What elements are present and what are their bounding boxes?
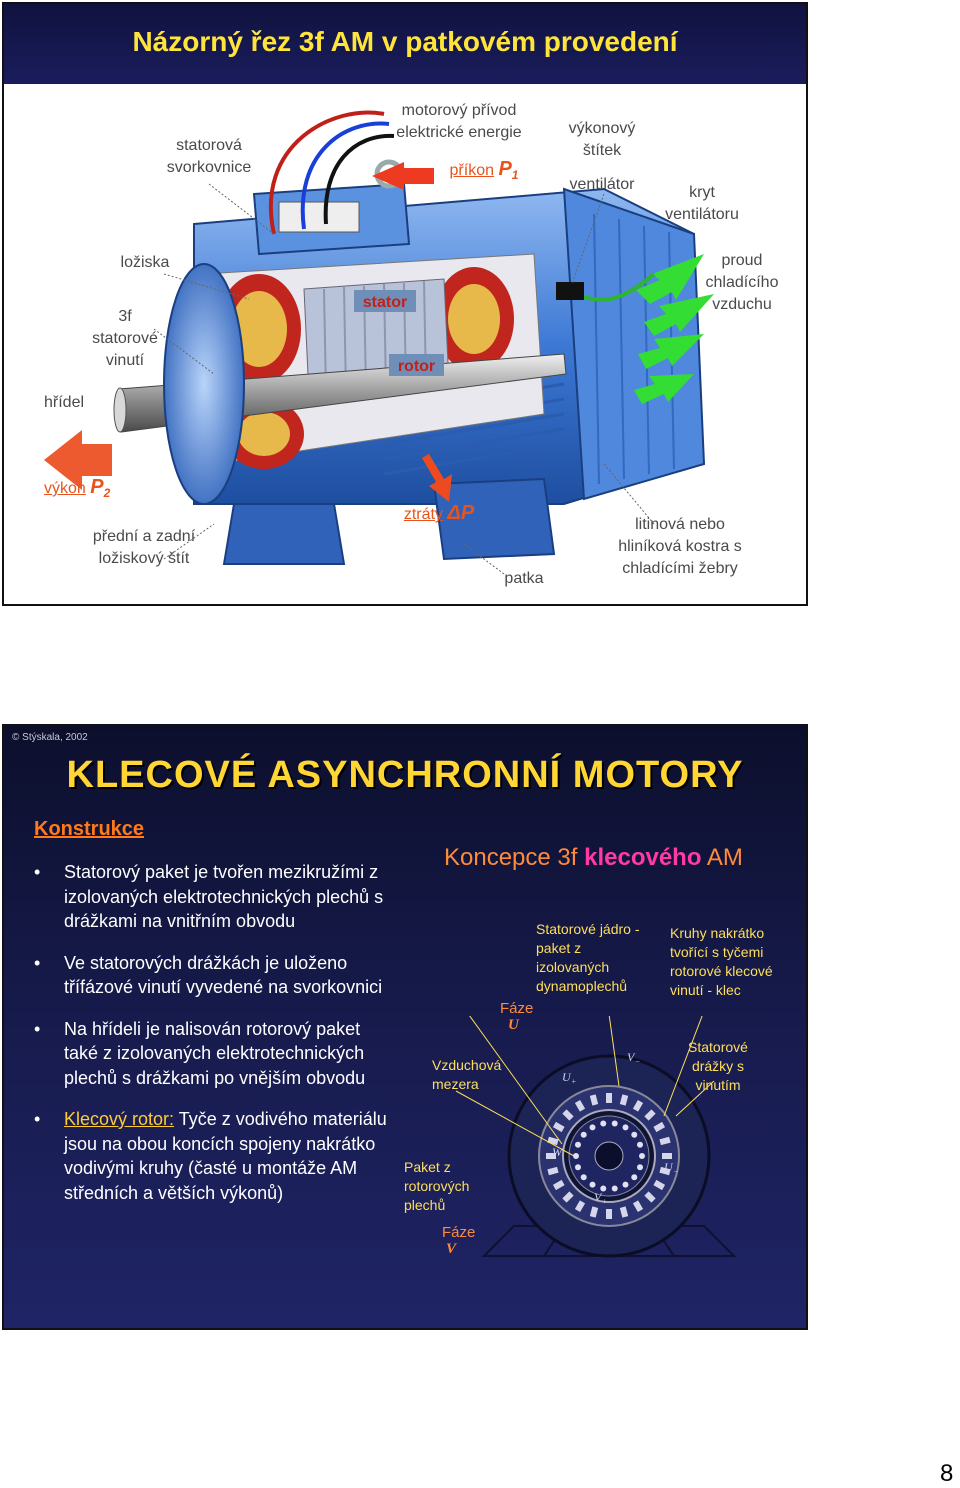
label-fan: ventilátor	[569, 176, 635, 193]
rotor-bar	[637, 1141, 644, 1148]
section-heading: Konstrukce	[34, 818, 145, 840]
svg-text:−: −	[635, 1057, 640, 1066]
rotor-bar	[600, 1120, 607, 1127]
stator-slot	[562, 1109, 574, 1121]
slide-title: Názorný řez 3f AM v patkovém provedení	[132, 26, 678, 57]
mark-v-plus: V	[594, 1190, 603, 1204]
stator-slot	[546, 1153, 556, 1159]
rotor-bar	[611, 1185, 618, 1192]
svg-text:−: −	[673, 1167, 678, 1176]
label-stator-core: Statorové jádro - paket z izolovaných dy…	[536, 921, 640, 994]
stator-slot	[619, 1206, 629, 1218]
mark-u-plus: U	[562, 1070, 572, 1084]
stator-slot	[659, 1136, 671, 1146]
stator-slot	[619, 1094, 629, 1106]
label-foot: patka	[504, 570, 544, 587]
bullet-item: Klecový rotor: Tyče z vodivého materiálu…	[34, 1107, 394, 1205]
rotor-bar	[574, 1164, 581, 1171]
title-bar	[4, 4, 806, 84]
rotor-bar	[574, 1141, 581, 1148]
stator-slot	[606, 1209, 612, 1219]
label-stator: stator	[362, 294, 408, 311]
svg-text:+: +	[571, 1077, 576, 1086]
label-shaft: hřídel	[44, 394, 85, 411]
stator-slot	[552, 1121, 565, 1133]
stator-slot	[653, 1179, 666, 1191]
slide-title: KLECOVÉ ASYNCHRONNÍ MOTORY	[66, 754, 744, 796]
page-number: 8	[940, 1460, 954, 1487]
mark-w-minus: W	[552, 1145, 563, 1159]
rotor-bar	[600, 1185, 607, 1192]
bullet-item: Ve statorových drážkách je uloženo třífá…	[34, 951, 394, 1000]
stator-slot	[644, 1109, 656, 1121]
stator-slot	[589, 1206, 599, 1218]
cage-rotor-term: Klecový rotor:	[64, 1109, 175, 1129]
label-rotor: rotor	[397, 358, 436, 375]
stator-slot	[589, 1094, 599, 1106]
slide-squirrel-cage-motors: © Stýskala, 2002 KLECOVÉ ASYNCHRONNÍ MOT…	[2, 724, 808, 1330]
stator-slot	[606, 1093, 612, 1103]
rotor-tag-bg	[389, 354, 444, 376]
rotor-bar	[580, 1174, 587, 1181]
mark-u-minus: U	[664, 1160, 674, 1174]
svg-text:+: +	[602, 1197, 607, 1206]
bullet-item: Statorový paket je tvořen mezikružími z …	[34, 860, 394, 934]
label-rotor-pack: Paket z rotorových plechů	[404, 1159, 470, 1213]
rotor-bar	[611, 1120, 618, 1127]
label-losses: ztráty ΔP	[403, 502, 475, 524]
stator-slot	[659, 1166, 671, 1176]
rotor-bar	[639, 1153, 645, 1159]
label-input-power: příkon P1	[449, 158, 519, 183]
bullet-item: Na hřídeli je nalisován rotorový paket t…	[34, 1017, 394, 1091]
stator-slot	[574, 1200, 586, 1213]
rotor-bar	[622, 1124, 629, 1131]
stator-slot	[632, 1099, 644, 1112]
stator-slot	[632, 1200, 644, 1213]
stator-slot	[644, 1191, 656, 1203]
label-output-power: výkon P2	[44, 476, 111, 501]
stator-slot	[653, 1121, 666, 1133]
rotor-bar	[631, 1174, 638, 1181]
label-stator-slots: Statorové drážky s vinutím	[688, 1039, 748, 1093]
rotor-bar	[589, 1124, 596, 1131]
stator-slot	[547, 1166, 559, 1176]
rotor-bar	[637, 1164, 644, 1171]
rotor-bar	[622, 1181, 629, 1188]
stator-slot	[552, 1179, 565, 1191]
rotor-bar	[580, 1131, 587, 1138]
stator-tag-bg	[354, 290, 416, 312]
stator-slot	[662, 1153, 672, 1159]
stator-slot	[562, 1191, 574, 1203]
bullet-list: Statorový paket je tvořen mezikružími z …	[34, 860, 394, 1222]
label-air-gap: Vzduchová mezera	[432, 1057, 502, 1092]
rotor-bar	[631, 1131, 638, 1138]
rotor-bar	[589, 1181, 596, 1188]
mark-v-minus: V	[627, 1050, 636, 1064]
label-short-circuit-rings: Kruhy nakrátko tvořící s tyčemi rotorové…	[670, 925, 773, 998]
motor-cutaway-illustration	[44, 110, 714, 575]
stator-slot	[574, 1099, 586, 1112]
slide-motor-cutaway: Názorný řez 3f AM v patkovém provedení	[2, 2, 808, 606]
rotor-bar	[573, 1153, 579, 1159]
motor-cross-section-diagram: U+ V− U− V+ W	[455, 1016, 737, 1258]
label-bearings: ložiska	[120, 254, 170, 271]
copyright: © Stýskala, 2002	[12, 732, 88, 743]
concept-heading: Koncepce 3f klecového AM	[444, 844, 743, 871]
